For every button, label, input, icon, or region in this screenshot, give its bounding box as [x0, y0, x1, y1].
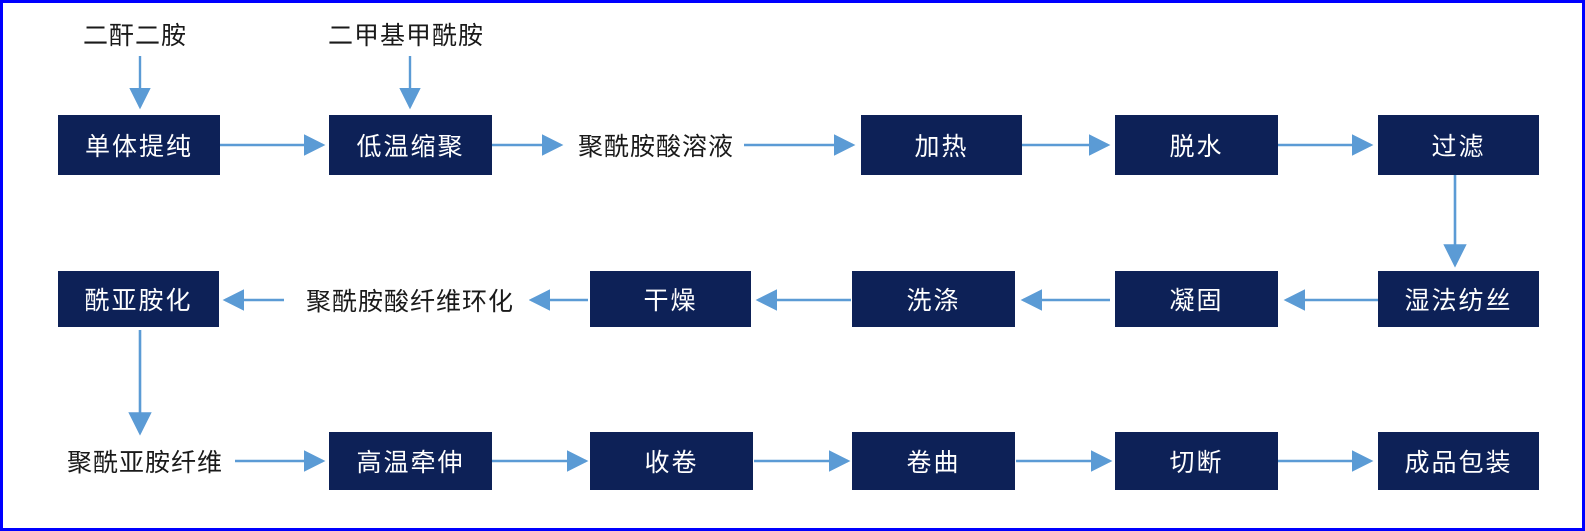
node-monomer-purification[interactable]: 单体提纯	[58, 115, 220, 175]
node-crimping[interactable]: 卷曲	[852, 432, 1015, 490]
node-winding[interactable]: 收卷	[590, 432, 753, 490]
node-coagulation[interactable]: 凝固	[1115, 271, 1278, 327]
node-washing[interactable]: 洗涤	[852, 271, 1015, 327]
node-dehydration[interactable]: 脱水	[1115, 115, 1278, 175]
feed-label-dimethylformamide: 二甲基甲酰胺	[328, 23, 485, 50]
node-finished-packaging[interactable]: 成品包装	[1378, 432, 1539, 490]
node-drying[interactable]: 干燥	[590, 271, 751, 327]
node-heating[interactable]: 加热	[861, 115, 1022, 175]
connector-layer	[128, 56, 1467, 472]
feed-label-dianhydride-diamine: 二酐二胺	[83, 23, 188, 50]
node-cutting[interactable]: 切断	[1115, 432, 1278, 490]
node-filtration[interactable]: 过滤	[1378, 115, 1539, 175]
label-polyamic-acid-solution: 聚酰胺酸溶液	[568, 129, 744, 161]
node-imidization[interactable]: 酰亚胺化	[58, 271, 219, 327]
node-wet-spinning[interactable]: 湿法纺丝	[1378, 271, 1539, 327]
label-paa-fiber-cyclization: 聚酰胺酸纤维环化	[291, 284, 529, 316]
node-low-temp-polycondensation[interactable]: 低温缩聚	[329, 115, 492, 175]
label-polyimide-fiber: 聚酰亚胺纤维	[55, 445, 235, 477]
node-high-temp-drawing[interactable]: 高温牵伸	[329, 432, 492, 490]
